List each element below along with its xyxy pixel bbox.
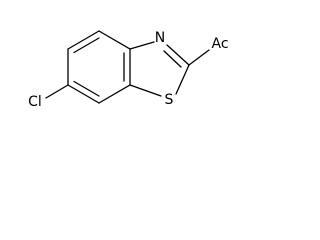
- bond-c6-chlorine: [45, 84, 69, 99]
- double-bond-inner-c4-c5: [73, 37, 100, 54]
- bond-c2-s: [175, 64, 190, 95]
- bond-c2-acetyl: [188, 49, 210, 66]
- bond-c7-c7a: [98, 84, 131, 104]
- sulfur-atom-label: S: [165, 92, 174, 108]
- atom-labels: N S Cl Ac: [28, 30, 228, 110]
- bond-c4-c5: [67, 30, 100, 50]
- chemical-structure: N S Cl Ac: [28, 30, 228, 110]
- nitrogen-atom-label: N: [155, 30, 165, 46]
- bond-c3a-c4: [98, 30, 131, 50]
- chlorine-atom-label: Cl: [28, 94, 42, 110]
- bond-s-c7a: [129, 84, 162, 97]
- acetyl-group-label: Ac: [211, 36, 228, 52]
- bond-c6-c7: [67, 84, 100, 104]
- bond-n-c2: [166, 44, 190, 66]
- double-bond-inner-n-c2: [163, 50, 182, 68]
- bond-c3a-n: [129, 41, 155, 50]
- double-bond-inner-c6-c7: [73, 80, 100, 97]
- bond-lines: [45, 30, 210, 104]
